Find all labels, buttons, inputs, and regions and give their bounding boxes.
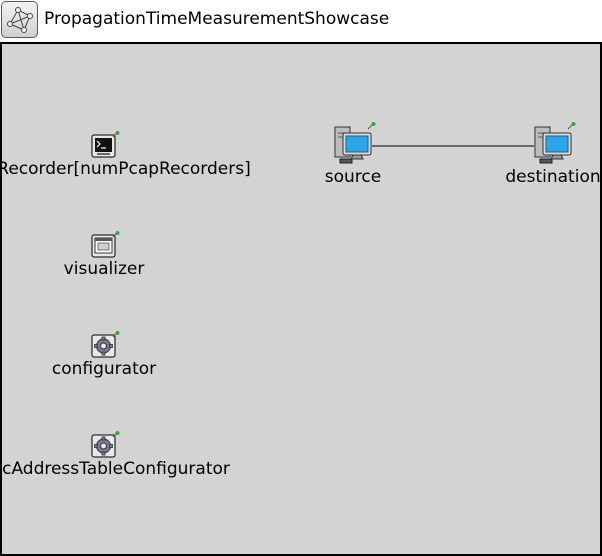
node-label: visualizer xyxy=(63,259,145,279)
computer-icon xyxy=(333,121,379,169)
terminal-icon xyxy=(91,131,121,163)
network-title: PropagationTimeMeasurementShowcase xyxy=(44,9,390,29)
link-source-destination[interactable] xyxy=(2,44,602,556)
gear-icon xyxy=(91,331,121,363)
network-canvas[interactable]: Recorder[numPcapRecorders] visualizer xyxy=(0,42,602,556)
node-label: cAddressTableConfigurator xyxy=(2,459,230,479)
network-graph-icon xyxy=(1,1,38,38)
node-label: destination xyxy=(505,167,601,187)
node-label: source xyxy=(324,167,382,187)
window-icon xyxy=(91,231,121,263)
gear-icon xyxy=(91,431,121,463)
computer-icon xyxy=(533,121,579,169)
node-label: Recorder[numPcapRecorders] xyxy=(0,159,251,179)
node-label: configurator xyxy=(51,359,157,379)
